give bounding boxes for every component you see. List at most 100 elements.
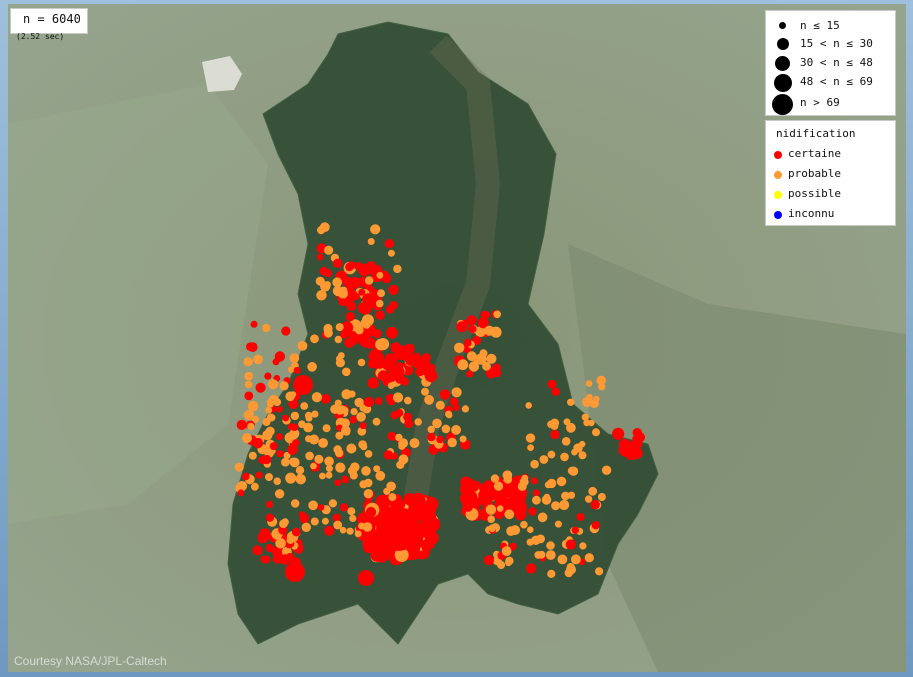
satellite-map[interactable]: n = 6040 (2.52 sec) n ≤ 15 15 < n ≤ 30 3…	[8, 4, 906, 672]
observation-point	[275, 538, 286, 549]
observation-point	[276, 450, 284, 458]
observation-point	[363, 396, 374, 408]
count-box: n = 6040	[10, 8, 88, 34]
observation-point	[234, 462, 244, 472]
observation-point	[525, 402, 532, 409]
observation-point	[319, 222, 330, 233]
observation-point	[567, 466, 576, 475]
observation-point	[341, 475, 350, 484]
observation-point	[385, 305, 395, 314]
observation-point	[325, 471, 333, 479]
observation-point	[339, 286, 348, 295]
observation-point	[566, 422, 576, 433]
inconnu-dot-icon	[774, 211, 782, 219]
observation-point	[387, 431, 397, 441]
size-legend-label: n > 69	[800, 96, 840, 109]
observation-point	[588, 419, 595, 427]
observation-point	[403, 365, 414, 376]
observation-point	[435, 400, 445, 410]
observation-point	[296, 473, 304, 481]
observation-point	[373, 356, 386, 368]
observation-point	[521, 474, 529, 482]
observation-point	[356, 412, 366, 422]
observation-point	[394, 548, 409, 562]
observation-point	[566, 564, 576, 575]
observation-point	[353, 293, 360, 300]
observation-point	[335, 431, 344, 440]
observation-point	[281, 457, 290, 467]
observation-point	[567, 491, 576, 499]
dot-icon	[774, 74, 792, 92]
observation-point	[439, 389, 451, 400]
observation-point	[632, 434, 641, 444]
observation-point	[362, 522, 373, 532]
observation-point	[445, 410, 452, 418]
observation-point	[463, 502, 473, 512]
observation-point	[559, 499, 570, 511]
observation-point	[363, 541, 375, 554]
observation-point	[288, 555, 296, 563]
observation-point	[354, 530, 362, 538]
observation-point	[388, 493, 397, 502]
observation-point	[482, 361, 491, 371]
observation-point	[375, 470, 386, 481]
observation-point	[420, 355, 430, 366]
observation-point	[556, 476, 567, 487]
observation-point	[261, 454, 272, 465]
observation-point	[390, 411, 399, 420]
observation-point	[310, 517, 319, 526]
observation-point	[357, 358, 366, 367]
observation-point	[370, 224, 381, 235]
observation-point	[289, 353, 300, 363]
observation-point	[359, 480, 368, 489]
observation-point	[377, 289, 385, 298]
observation-point	[456, 321, 468, 333]
observation-point	[319, 472, 326, 480]
observation-point	[506, 526, 516, 536]
observation-point	[279, 554, 291, 565]
observation-point	[298, 511, 306, 519]
observation-point	[525, 433, 536, 443]
large-dot-icon	[772, 94, 793, 115]
observation-point	[409, 438, 420, 449]
observation-point	[465, 491, 478, 503]
observation-point	[490, 474, 500, 483]
observation-point	[392, 392, 404, 403]
observation-point	[432, 418, 442, 429]
observation-point	[561, 491, 570, 501]
observation-point	[388, 284, 399, 296]
observation-point	[300, 402, 309, 410]
observation-point	[332, 277, 343, 288]
observation-point	[547, 379, 557, 389]
observation-point	[252, 545, 263, 556]
observation-point	[251, 415, 259, 423]
observation-point	[349, 415, 358, 424]
observation-point	[415, 367, 425, 377]
observation-point	[281, 326, 291, 336]
observation-point	[359, 302, 372, 315]
observation-point	[360, 443, 368, 451]
observation-point	[598, 383, 606, 391]
observation-point	[292, 439, 300, 447]
observation-point	[323, 323, 333, 334]
observation-point	[545, 550, 556, 560]
observation-point	[320, 394, 331, 404]
observation-point	[459, 435, 467, 443]
observation-point	[373, 465, 381, 473]
observation-point	[383, 487, 391, 495]
observation-point	[539, 455, 549, 464]
size-legend: n ≤ 15 15 < n ≤ 30 30 < n ≤ 48 48 < n ≤ …	[765, 10, 896, 116]
observation-point	[276, 406, 283, 413]
observation-point	[493, 310, 502, 319]
observation-point	[421, 387, 429, 396]
observation-point	[318, 438, 328, 448]
observation-point	[266, 500, 274, 508]
region-auvergne	[227, 21, 659, 645]
observation-point	[457, 359, 469, 371]
observation-point	[532, 489, 540, 497]
observation-point	[358, 288, 366, 296]
observation-point	[393, 264, 402, 274]
dot-icon	[777, 38, 789, 50]
possible-dot-icon	[774, 191, 782, 199]
observation-point	[350, 408, 358, 416]
